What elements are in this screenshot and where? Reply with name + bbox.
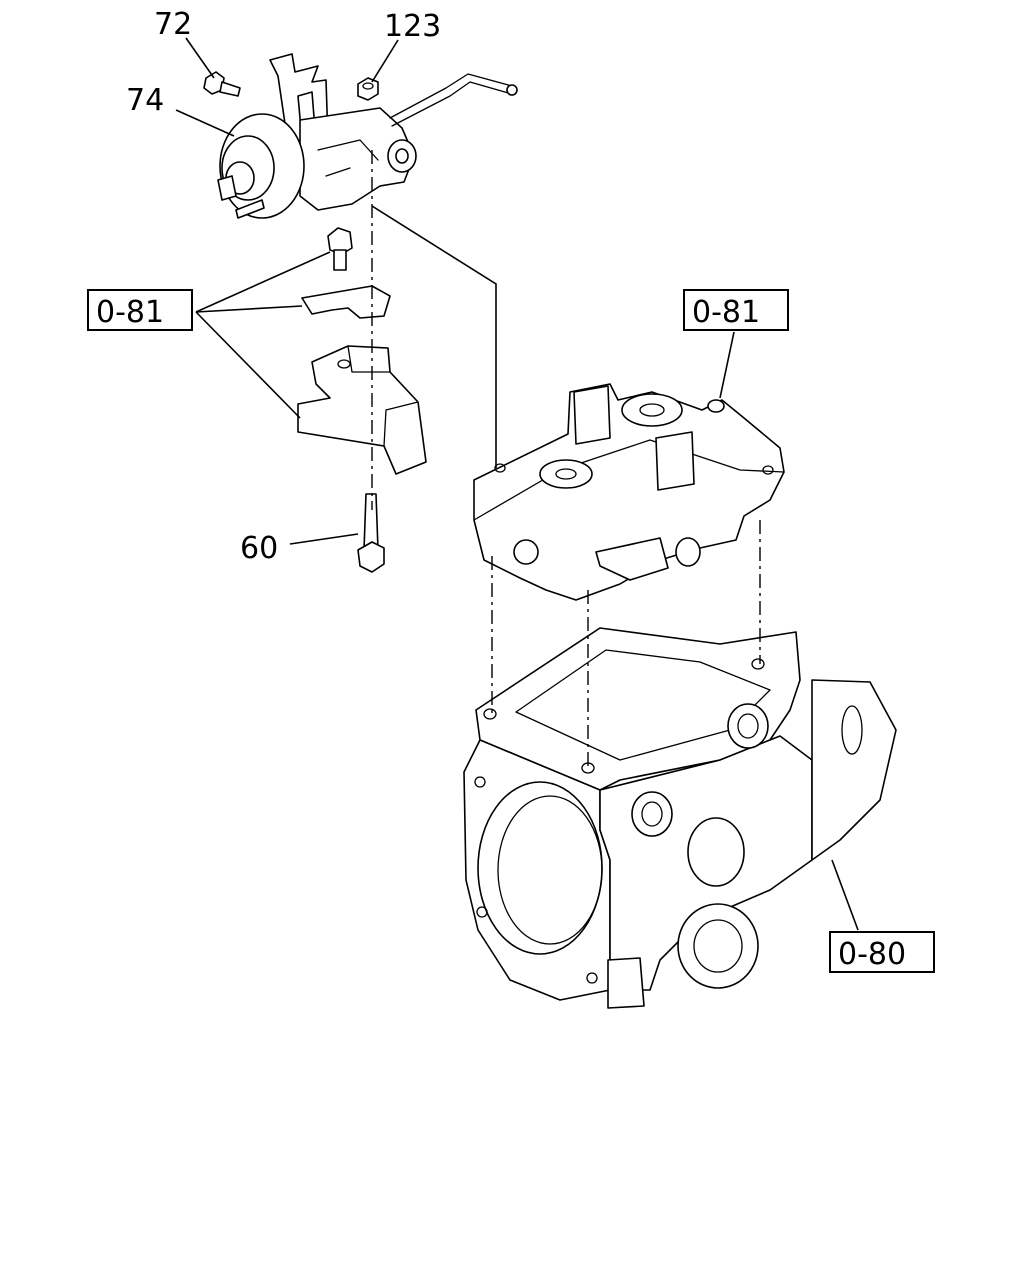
ref-box-body: 0-80 xyxy=(829,931,935,973)
ref-box-bracket: 0-81 xyxy=(87,289,193,331)
ref-box-cover: 0-81 xyxy=(683,289,789,331)
leader-72 xyxy=(185,37,215,79)
bracket-assembly xyxy=(297,227,427,573)
ref-label-cover: 0-81 xyxy=(692,295,760,330)
injection-pump-body xyxy=(463,627,897,1009)
leader-74 xyxy=(175,109,235,137)
leader-ref-bracket-c xyxy=(195,311,301,419)
callout-74: 74 xyxy=(126,83,164,118)
callout-72: 72 xyxy=(154,7,192,42)
leader-ref-bracket-a xyxy=(195,251,331,313)
actuator-to-cover-line xyxy=(371,205,497,468)
ref-label-body: 0-80 xyxy=(838,937,906,972)
leader-ref-body xyxy=(831,859,859,931)
nut-123 xyxy=(357,77,379,101)
callout-123: 123 xyxy=(384,9,441,44)
bolt-72 xyxy=(203,71,241,97)
callout-60: 60 xyxy=(240,531,278,566)
vacuum-actuator-assembly xyxy=(217,53,518,219)
governor-cover xyxy=(473,383,785,601)
leader-ref-cover xyxy=(719,331,735,399)
leader-123 xyxy=(371,39,399,83)
leader-60 xyxy=(289,533,359,545)
leader-ref-bracket-b xyxy=(195,305,303,313)
ref-label-bracket: 0-81 xyxy=(96,295,164,330)
